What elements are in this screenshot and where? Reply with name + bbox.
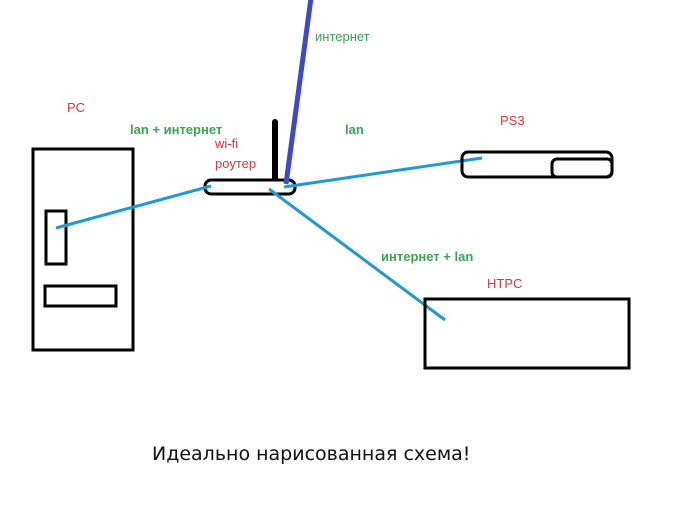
ps3-link-label: lan [345, 122, 364, 137]
ps3-lan-line [283, 156, 483, 189]
router-label-line1: wi-fi [214, 136, 238, 151]
htpc-link-label: интернет + lan [381, 249, 473, 264]
ps3-device [460, 150, 614, 179]
pc-device [31, 147, 135, 352]
htpc-label: HTPC [487, 276, 522, 291]
pc-label: PC [67, 100, 85, 115]
internet-label: интернет [315, 29, 370, 44]
htpc-device [423, 297, 631, 370]
router-label-line2: роутер [215, 156, 256, 171]
ps3-label: PS3 [500, 113, 525, 128]
pc-drive-slot [44, 209, 68, 266]
pc-lan-line [55, 184, 212, 230]
pc-bay [43, 284, 118, 308]
internet-line [283, 0, 314, 185]
pc-link-label: lan + интернет [130, 122, 222, 137]
diagram-caption: Идеально нарисованная схема! [152, 443, 470, 465]
htpc-lan-line [268, 187, 446, 322]
